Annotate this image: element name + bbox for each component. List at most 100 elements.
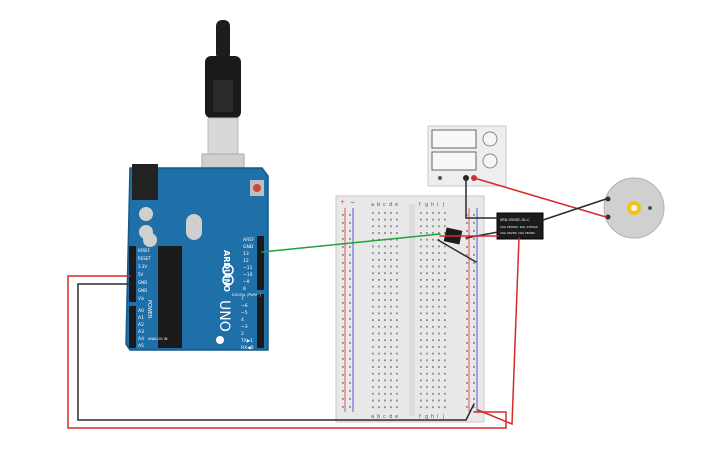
- breadboard-hole[interactable]: [378, 279, 380, 281]
- breadboard-hole[interactable]: [466, 318, 468, 320]
- breadboard-hole[interactable]: [473, 238, 475, 240]
- breadboard-hole[interactable]: [432, 359, 434, 362]
- breadboard-hole[interactable]: [444, 252, 446, 254]
- breadboard-hole[interactable]: [426, 392, 428, 395]
- breadboard-hole[interactable]: [426, 346, 428, 348]
- breadboard-hole[interactable]: [426, 225, 428, 228]
- breadboard-hole[interactable]: [378, 312, 380, 315]
- breadboard-hole[interactable]: [466, 214, 468, 216]
- breadboard-hole[interactable]: [432, 265, 434, 268]
- breadboard-hole[interactable]: [473, 374, 475, 376]
- breadboard-hole[interactable]: [390, 399, 392, 402]
- breadboard-hole[interactable]: [372, 346, 374, 348]
- breadboard-hole[interactable]: [432, 325, 434, 328]
- breadboard-hole[interactable]: [378, 232, 380, 234]
- breadboard-hole[interactable]: [420, 212, 422, 214]
- breadboard-hole[interactable]: [420, 272, 422, 275]
- breadboard-hole[interactable]: [390, 325, 392, 328]
- breadboard-hole[interactable]: [466, 310, 468, 312]
- breadboard-hole[interactable]: [396, 245, 398, 248]
- breadboard-hole[interactable]: [396, 279, 398, 281]
- breadboard-hole[interactable]: [432, 352, 434, 355]
- breadboard-hole[interactable]: [426, 305, 428, 308]
- breadboard-hole[interactable]: [384, 305, 386, 308]
- breadboard-hole[interactable]: [384, 232, 386, 234]
- breadboard-hole[interactable]: [384, 225, 386, 228]
- voltage-knob-icon[interactable]: [482, 131, 498, 147]
- breadboard-hole[interactable]: [432, 339, 434, 342]
- breadboard-hole[interactable]: [426, 292, 428, 295]
- breadboard-hole[interactable]: [426, 272, 428, 275]
- breadboard-hole[interactable]: [372, 299, 374, 301]
- breadboard-hole[interactable]: [396, 352, 398, 355]
- breadboard-hole[interactable]: [378, 406, 380, 409]
- breadboard-hole[interactable]: [349, 294, 351, 296]
- breadboard-hole[interactable]: [420, 292, 422, 295]
- breadboard-hole[interactable]: [438, 312, 440, 315]
- breadboard-hole[interactable]: [438, 366, 440, 368]
- breadboard-hole[interactable]: [372, 359, 374, 362]
- breadboard-hole[interactable]: [426, 352, 428, 355]
- breadboard-hole[interactable]: [473, 286, 475, 288]
- breadboard-hole[interactable]: [426, 319, 428, 321]
- breadboard-hole[interactable]: [438, 346, 440, 348]
- breadboard-hole[interactable]: [378, 339, 380, 342]
- breadboard-hole[interactable]: [426, 379, 428, 382]
- breadboard-hole[interactable]: [384, 386, 386, 388]
- breadboard-hole[interactable]: [378, 265, 380, 268]
- breadboard-hole[interactable]: [384, 279, 386, 281]
- breadboard-hole[interactable]: [396, 212, 398, 214]
- breadboard-hole[interactable]: [396, 399, 398, 402]
- breadboard-hole[interactable]: [432, 319, 434, 321]
- breadboard-hole[interactable]: [349, 334, 351, 336]
- breadboard-hole[interactable]: [473, 302, 475, 304]
- breadboard-hole[interactable]: [432, 238, 434, 241]
- breadboard-hole[interactable]: [444, 325, 446, 328]
- breadboard-hole[interactable]: [432, 218, 434, 221]
- breadboard-hole[interactable]: [426, 339, 428, 342]
- breadboard-hole[interactable]: [420, 218, 422, 221]
- breadboard-hole[interactable]: [438, 332, 440, 335]
- breadboard-hole[interactable]: [438, 272, 440, 275]
- breadboard-hole[interactable]: [384, 299, 386, 301]
- breadboard-hole[interactable]: [372, 339, 374, 342]
- breadboard-hole[interactable]: [473, 406, 475, 408]
- breadboard-hole[interactable]: [378, 332, 380, 335]
- breadboard-hole[interactable]: [390, 245, 392, 248]
- breadboard-hole[interactable]: [420, 245, 422, 248]
- breadboard-hole[interactable]: [466, 246, 468, 248]
- breadboard-hole[interactable]: [349, 406, 351, 408]
- breadboard-hole[interactable]: [384, 406, 386, 409]
- breadboard-hole[interactable]: [372, 232, 374, 234]
- breadboard-hole[interactable]: [342, 366, 344, 368]
- breadboard-hole[interactable]: [384, 258, 386, 261]
- breadboard-hole[interactable]: [444, 232, 446, 234]
- breadboard-hole[interactable]: [378, 366, 380, 368]
- breadboard-hole[interactable]: [420, 392, 422, 395]
- breadboard-hole[interactable]: [349, 262, 351, 264]
- breadboard-hole[interactable]: [432, 299, 434, 301]
- breadboard-hole[interactable]: [466, 326, 468, 328]
- breadboard-hole[interactable]: [390, 319, 392, 321]
- breadboard-hole[interactable]: [426, 299, 428, 301]
- breadboard-hole[interactable]: [372, 319, 374, 321]
- breadboard-hole[interactable]: [384, 359, 386, 362]
- breadboard-hole[interactable]: [396, 265, 398, 268]
- breadboard-hole[interactable]: [438, 218, 440, 221]
- breadboard-hole[interactable]: [438, 299, 440, 301]
- breadboard-hole[interactable]: [384, 285, 386, 288]
- breadboard-hole[interactable]: [396, 232, 398, 234]
- breadboard-hole[interactable]: [466, 294, 468, 296]
- breadboard-hole[interactable]: [444, 245, 446, 248]
- breadboard-hole[interactable]: [378, 258, 380, 261]
- breadboard-hole[interactable]: [420, 339, 422, 342]
- breadboard-hole[interactable]: [438, 225, 440, 228]
- current-knob-icon[interactable]: [482, 153, 498, 169]
- breadboard-hole[interactable]: [378, 245, 380, 248]
- breadboard-hole[interactable]: [420, 252, 422, 254]
- breadboard-hole[interactable]: [432, 392, 434, 395]
- breadboard-hole[interactable]: [444, 339, 446, 342]
- breadboard-hole[interactable]: [372, 305, 374, 308]
